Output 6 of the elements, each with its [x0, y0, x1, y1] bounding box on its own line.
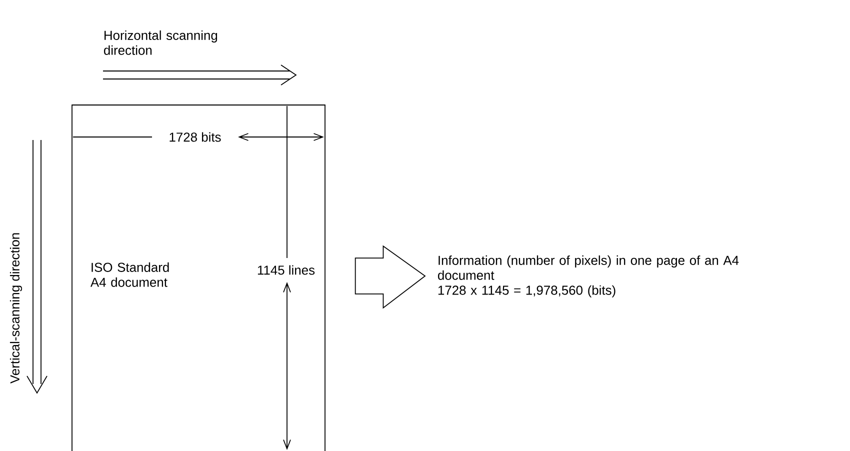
- dimension-label: 1728 bits: [170, 132, 221, 142]
- dimension-label: 1145 lines: [256, 264, 316, 276]
- direction-label: Horizontal scanning direction: [104, 30, 218, 55]
- info-text: Information (number of pixels) in one page of an A4 document 1728 x 1145 = 1,978,560 (bits): [438, 255, 739, 298]
- direction-label: Vertical-scanning direction: [10, 233, 22, 384]
- hollow-arrow: [354, 245, 426, 309]
